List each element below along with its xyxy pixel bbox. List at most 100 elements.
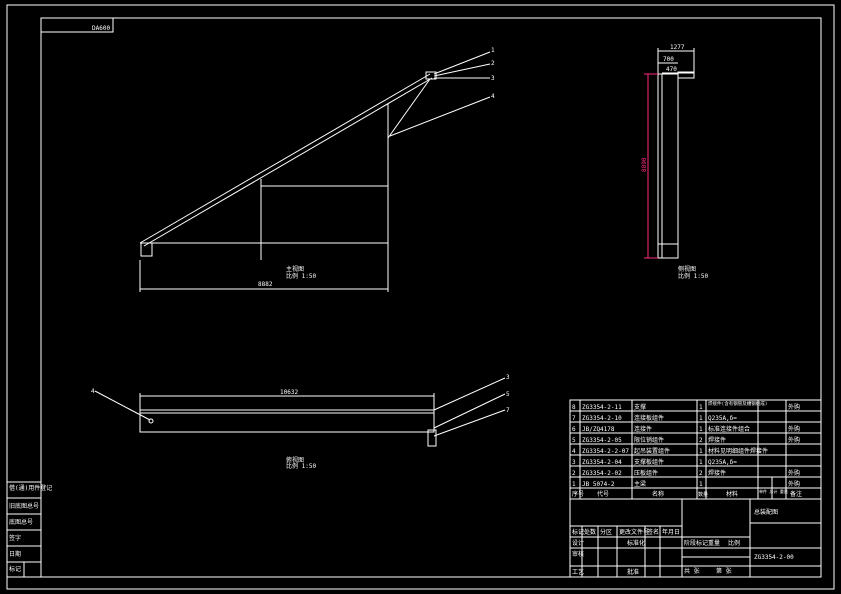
bom-cell: 1 [699, 459, 703, 466]
leader-2 [433, 63, 491, 77]
bom-cell: 连接件 [634, 425, 652, 433]
bom-cell: ZG3354-2-11 [582, 404, 622, 411]
left-strip-5: 日期 [9, 550, 21, 558]
side-view-scale: 比例 1:50 [678, 272, 708, 280]
top-hole [148, 418, 154, 424]
role-approve: 批准 [627, 568, 639, 576]
bom-header: 数量 [698, 491, 708, 498]
bom-cell: 1 [572, 481, 576, 488]
bom-cell: JB 5074-2 [582, 481, 615, 488]
left-strip [6, 481, 42, 578]
bom-cell: 焊接件 [708, 469, 726, 477]
role-review: 审核 [572, 550, 584, 558]
bom-cell: ZG3354-2-10 [582, 415, 622, 422]
callout-2: 2 [491, 60, 495, 67]
bom-cell: 1 [699, 404, 703, 411]
left-strip-4: 签字 [9, 534, 21, 542]
weight-label: 重量 [708, 539, 720, 547]
bom-cell: 8 [572, 404, 576, 411]
leader-4 [389, 96, 491, 137]
side-height-dim [644, 73, 658, 259]
bom-cell: Q235A,δ= [708, 415, 737, 422]
side-dim-700: 700 [663, 56, 674, 63]
bom-cell: 1 [699, 415, 703, 422]
bom-cell: 2 [699, 470, 703, 477]
callout-4: 4 [491, 93, 495, 100]
callout-1: 1 [491, 47, 495, 54]
bom-header: 材料 [726, 490, 738, 498]
leader-1 [433, 51, 491, 75]
bom-cell: 外购 [788, 425, 800, 433]
drawing-name: 总装配图 [754, 508, 778, 516]
front-view-scale: 比例 1:50 [286, 272, 316, 280]
bom-cell: 2 [699, 437, 703, 444]
bom-cell: 材料见明细组件焊接件 [708, 447, 768, 455]
callout-top-7: 7 [506, 407, 510, 414]
bom-cell: 压板组件 [634, 469, 658, 477]
leader-top-3 [433, 377, 506, 411]
side-view-name: 侧视图 [678, 265, 696, 273]
sheet-no: 第 张 [716, 567, 732, 575]
bom-cell: 连接板组件 [634, 414, 664, 422]
bom-cell: 1 [699, 481, 703, 488]
front-dim-text: 8882 [258, 281, 273, 288]
bom-cell: 支撑板组件 [634, 458, 664, 466]
bom-header: 单件 总计 重量 [759, 488, 788, 494]
front-view [139, 51, 491, 292]
side-column [657, 73, 679, 259]
side-view [657, 48, 695, 259]
bom-cell: 主梁 [634, 480, 646, 488]
bom-cell: 标准连接件组合 [708, 425, 750, 433]
top-view [94, 377, 506, 447]
side-dim-height: 8890 [641, 157, 648, 172]
callout-top-5: 5 [506, 391, 510, 398]
top-beam [139, 409, 435, 433]
title-block-box [569, 498, 822, 578]
role-standard: 标准化 [627, 539, 645, 547]
top-view-scale: 比例 1:50 [286, 462, 316, 470]
bom-cell: ZG3354-2-02 [582, 470, 622, 477]
bom-cell: 1 [699, 448, 703, 455]
bom-cell: 支撑 [634, 403, 646, 411]
title-tab [41, 18, 114, 33]
bom-header: 序号 [572, 490, 584, 498]
bom-header: 备注 [790, 490, 802, 498]
leader-top-7 [433, 409, 506, 437]
leader-top-4 [94, 390, 151, 421]
drawing-no: ZG3354-2-00 [754, 554, 794, 561]
bom-cell: 外购 [788, 436, 800, 444]
rev-label: 分区 [600, 528, 612, 536]
bom-cell: 起吊装置组件 [634, 447, 670, 455]
left-strip-3: 底图总号 [9, 518, 33, 526]
bom-cell: 1 [699, 426, 703, 433]
bom-cell: 2 [572, 470, 576, 477]
sheet-total: 共 张 [684, 567, 700, 575]
bom-cell: JB/ZQ4178 [582, 426, 615, 433]
bom-cell: Q235A,δ= [708, 459, 737, 466]
bom-cell: ZG3354-2-05 [582, 437, 622, 444]
bom-cell: 外购 [788, 480, 800, 488]
inner-frame [40, 17, 822, 578]
brace [387, 78, 431, 139]
bom-cell: 7 [572, 415, 576, 422]
side-dim-1277: 1277 [670, 44, 685, 51]
rev-label: 处数 [584, 528, 596, 536]
main-beam-bottom [143, 77, 433, 247]
bom-cell: ZG3354-2-04 [582, 459, 622, 466]
bom-cell: 4 [572, 448, 576, 455]
leader-top-5 [433, 393, 506, 429]
bom-cell: 限位销组件 [634, 436, 664, 444]
rev-label: 年月日 [662, 528, 680, 536]
scale-label: 比例 [728, 539, 740, 547]
bom-header: 代号 [597, 490, 609, 498]
front-view-name: 主视图 [286, 265, 304, 273]
side-dim-470: 470 [666, 66, 677, 73]
bom-cell: 5 [572, 437, 576, 444]
left-strip-6: 标记 [9, 565, 21, 573]
top-dim-text: 10632 [280, 389, 298, 396]
bom-cell: ZG3354-2-2-07 [582, 448, 629, 455]
bom-cell: 焊接件 [708, 436, 726, 444]
role-process: 工艺 [572, 568, 584, 576]
foot-plate [140, 242, 153, 257]
